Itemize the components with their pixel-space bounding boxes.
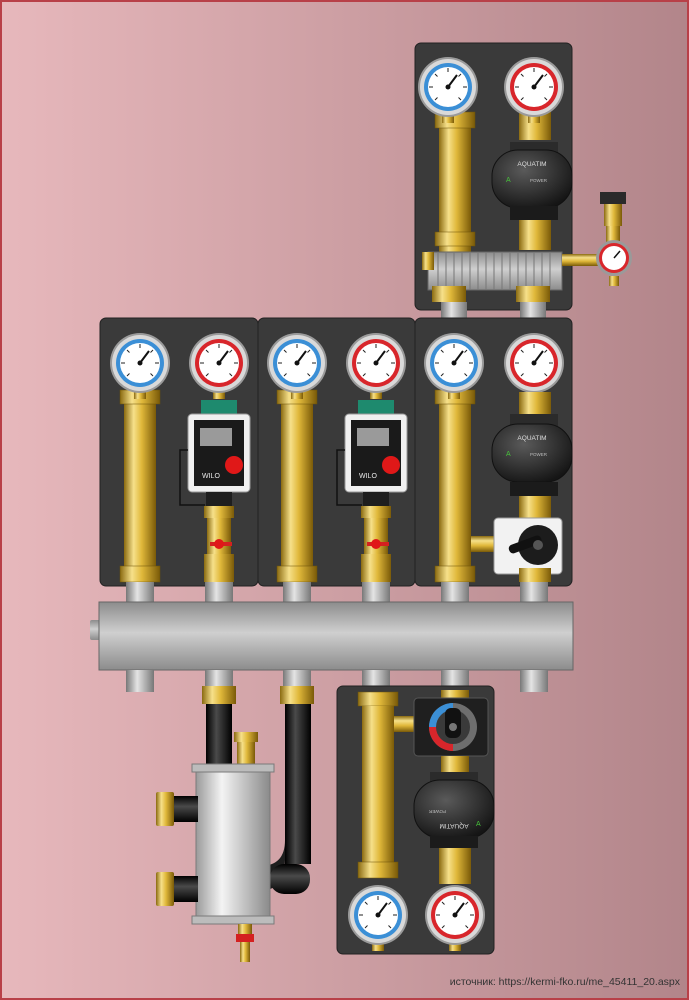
steel-connector bbox=[362, 670, 390, 690]
steel-connector bbox=[126, 582, 154, 604]
boiler-connection bbox=[156, 792, 174, 826]
top-module: AQUATIM A POWER bbox=[414, 42, 632, 311]
drain-valve bbox=[236, 924, 254, 962]
bottom-module: AQUATIM A POWER bbox=[336, 685, 495, 955]
steel-connector bbox=[441, 582, 469, 604]
circulation-pump-wilo: WILO bbox=[179, 413, 251, 506]
steel-connector bbox=[205, 670, 233, 688]
mixing-valve-actuator bbox=[413, 697, 489, 757]
pump-module-3: AQUATIM A POWER bbox=[414, 317, 573, 587]
steel-connector bbox=[441, 302, 467, 320]
pump-brand-label: WILO bbox=[359, 473, 377, 480]
plate-heat-exchanger bbox=[422, 251, 563, 302]
pump-mode-label: A bbox=[476, 821, 481, 828]
boiler-connection bbox=[156, 872, 174, 906]
steel-connector bbox=[126, 670, 154, 692]
mixing-valve-actuator bbox=[493, 517, 563, 582]
steel-connector bbox=[520, 670, 548, 692]
pump-module-2: WILO bbox=[257, 317, 416, 587]
pump-power-label: POWER bbox=[428, 809, 446, 814]
source-caption: источник: https://kermi-fko.ru/me_45411_… bbox=[449, 976, 680, 988]
steel-connector bbox=[283, 582, 311, 604]
ball-valve bbox=[361, 506, 391, 582]
distribution-manifold bbox=[90, 601, 574, 671]
brass-pipe bbox=[439, 112, 471, 252]
pump-brand-label: AQUATIM bbox=[517, 435, 546, 442]
pump-red-button bbox=[225, 456, 243, 474]
brass-pipe bbox=[362, 706, 394, 876]
steel-connector bbox=[205, 582, 233, 604]
black-pipe bbox=[285, 704, 311, 864]
circulation-pump-aquatim: AQUATIM A POWER bbox=[491, 414, 573, 496]
hydraulic-separator-group bbox=[156, 686, 314, 962]
brass-pipe bbox=[124, 390, 156, 580]
steel-connector bbox=[520, 302, 546, 320]
pump-brand-label: WILO bbox=[202, 473, 220, 480]
black-pipe bbox=[172, 876, 198, 902]
pump-brand-label: AQUATIM bbox=[517, 161, 546, 168]
black-pipe bbox=[206, 704, 232, 770]
steel-connector bbox=[441, 670, 469, 690]
steel-connector bbox=[362, 582, 390, 604]
brass-pipe bbox=[439, 390, 471, 580]
steel-connector bbox=[283, 670, 311, 688]
pump-power-label: POWER bbox=[530, 178, 548, 183]
circulation-pump-aquatim: AQUATIM A POWER bbox=[491, 142, 573, 220]
steel-connector bbox=[520, 582, 548, 604]
pump-mode-label: A bbox=[506, 177, 511, 184]
ball-valve bbox=[204, 506, 234, 582]
safety-valve-group bbox=[562, 192, 632, 286]
brass-pipe bbox=[281, 390, 313, 580]
hydraulic-separator bbox=[195, 767, 271, 921]
pump-brand-label: AQUATIM bbox=[439, 822, 468, 829]
circulation-pump-wilo: WILO bbox=[336, 413, 408, 506]
pump-mode-label: A bbox=[506, 451, 511, 458]
circulation-pump-aquatim: AQUATIM A POWER bbox=[413, 772, 495, 848]
black-pipe bbox=[172, 796, 198, 822]
pump-power-label: POWER bbox=[530, 452, 548, 457]
pump-red-button bbox=[382, 456, 400, 474]
pump-module-1: WILO bbox=[99, 317, 259, 587]
